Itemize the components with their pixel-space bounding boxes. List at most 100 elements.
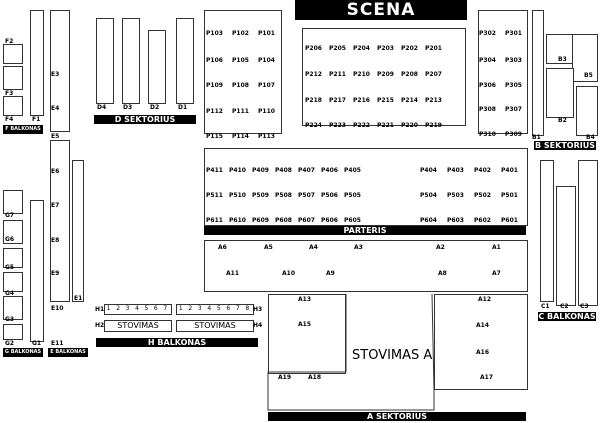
standing-h2[interactable]: STOVIMAS [104,320,172,332]
g3-label: G3 [5,316,15,323]
seat-block-e3[interactable] [50,10,70,132]
e3-label: E3 [51,71,60,78]
p-row-label: P511 [206,192,223,199]
a-row-label: A10 [282,270,295,277]
seat-block-a-lower-right[interactable] [434,294,528,390]
p-row-label: P220 [401,122,418,129]
seat-block-e1[interactable] [72,160,84,302]
e7-label: E7 [51,202,60,209]
h1-label: H1 [95,306,105,313]
h1-seat[interactable]: 5 [216,305,221,312]
seat-block-g1[interactable] [30,200,44,342]
a-sector-bar: A SEKTORIUS [268,412,526,421]
b3-label: B3 [558,56,567,63]
h1-seat[interactable]: 7 [163,305,168,312]
a-row-label: A3 [354,244,363,251]
seat-block-p300[interactable] [478,10,528,134]
standing-area-a[interactable] [266,294,436,412]
seat-block-p200[interactable] [302,28,466,126]
a-row-label: A2 [436,244,445,251]
seat-block-c3[interactable] [556,186,576,306]
seat-block-d1[interactable] [176,18,194,104]
p-row-label: P609 [252,217,269,224]
h1-seat[interactable]: 4 [135,305,139,312]
seat-block-f4[interactable] [3,96,23,116]
h1-seats-right[interactable] [176,304,254,315]
h1-seat[interactable]: 3 [125,305,130,312]
h1-seats-left[interactable] [104,304,172,315]
p-row-label: P209 [377,71,394,78]
p-row-label: P409 [252,167,269,174]
a-row-label: A6 [218,244,227,251]
d-sector-bar: D SEKTORIUS [94,115,196,124]
h1-seat[interactable]: 1 [178,305,183,312]
seat-block-e5[interactable] [50,140,70,302]
seat-block-c2[interactable] [578,160,598,306]
p-row-label: P213 [425,97,442,104]
p-row-label: P508 [275,192,292,199]
h1-seat[interactable]: 7 [235,305,240,312]
g5-label: G5 [5,264,15,271]
p-row-label: P503 [447,192,464,199]
g-balcony-bar: G BALKONAS [3,348,43,357]
seat-block-f2[interactable] [3,44,23,64]
seat-block-g2[interactable] [3,324,23,340]
p-row-label: P211 [329,71,346,78]
d4-label: D4 [97,104,107,111]
seat-block-b2[interactable] [546,68,574,118]
h1-seat[interactable]: 2 [116,305,121,312]
a-row-label: A19 [278,374,291,381]
f1-label: F1 [32,116,41,123]
h1-seat[interactable]: 6 [226,305,231,312]
seat-block-b4[interactable] [576,86,598,136]
p-row-label: P509 [252,192,269,199]
h1-seat[interactable]: 2 [188,305,193,312]
h1-seat[interactable]: 4 [207,305,212,312]
h1-seat[interactable]: 5 [144,305,149,312]
parteris-bar: PARTERIS [204,226,526,235]
standing-h4[interactable]: STOVIMAS [176,320,254,332]
h1-seat[interactable]: 6 [153,305,158,312]
seat-block-c1[interactable] [540,160,554,302]
seat-block-p100[interactable] [204,10,282,134]
p-row-label: P205 [329,45,346,52]
a-row-label: A4 [309,244,318,251]
p-row-label: P602 [474,217,491,224]
seat-block-d4[interactable] [96,18,114,104]
seat-block-d2[interactable] [148,30,166,104]
seat-block-g6[interactable] [3,220,23,244]
p-row-label: P403 [447,167,464,174]
p-row-label: P406 [321,167,338,174]
seat-block-f3[interactable] [3,66,23,90]
seat-block-b3[interactable] [546,34,574,64]
seat-block-g3[interactable] [3,296,23,320]
p106-label: P106 [206,57,223,64]
seat-block-b1[interactable] [532,10,544,136]
p-row-label: P502 [474,192,491,199]
p-row-label: P506 [321,192,338,199]
e5-label: E5 [51,133,60,140]
p-row-label: P210 [353,71,370,78]
p306-label: P306 [479,82,496,89]
seat-block-g4[interactable] [3,272,23,292]
seat-block-a-upper[interactable] [204,240,528,292]
p301-label: P301 [505,30,522,37]
h1-seat[interactable]: 1 [106,305,111,312]
p114-label: P114 [232,133,249,140]
seat-block-b5[interactable] [572,34,598,82]
seat-block-d3[interactable] [122,18,140,104]
c2-label: C2 [560,303,569,310]
p307-label: P307 [505,106,522,113]
h1-seat[interactable]: 3 [197,305,202,312]
seat-block-g7[interactable] [3,190,23,214]
p101-label: P101 [258,30,275,37]
p115-label: P115 [206,133,223,140]
p-row-label: P204 [353,45,370,52]
h1-seat[interactable]: 8 [245,305,250,312]
seat-block-p400[interactable] [204,148,528,226]
seat-block-g5[interactable] [3,248,23,268]
b5-label: B5 [584,72,593,79]
p-row-label: P402 [474,167,491,174]
seat-block-a-lower-left[interactable] [268,294,346,374]
seat-block-f1[interactable] [30,10,44,116]
